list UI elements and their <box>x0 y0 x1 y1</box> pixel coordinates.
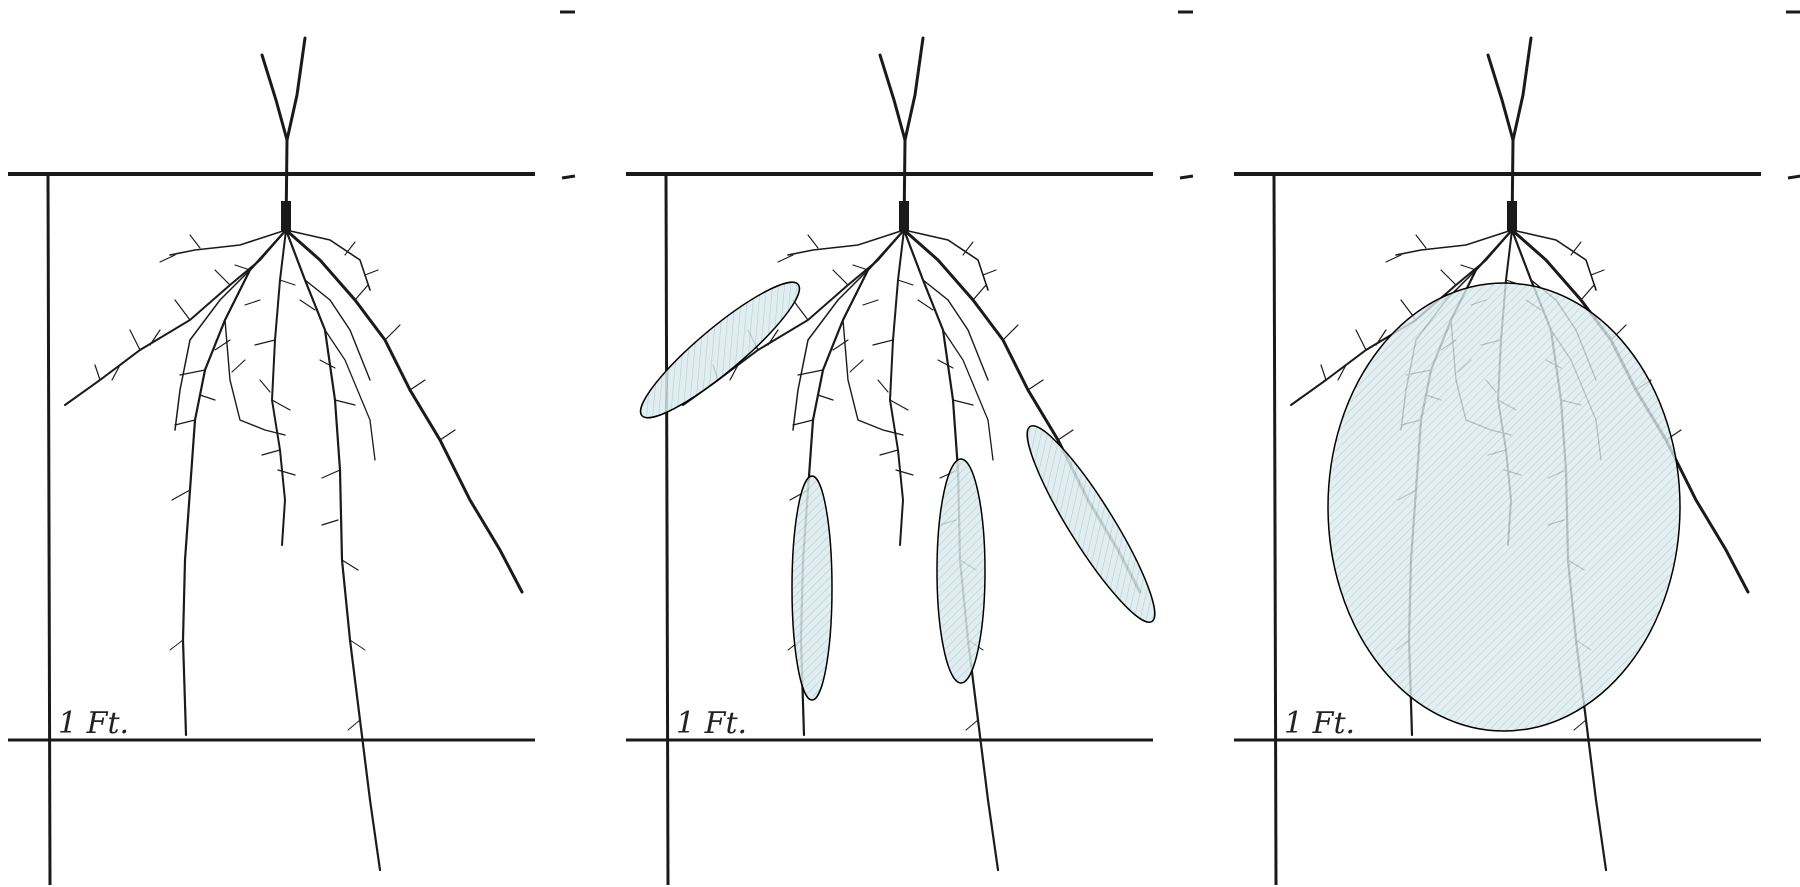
panel-segments: 1 Ft. <box>626 12 1193 885</box>
highlight-region-large <box>1328 283 1680 731</box>
scale-label: 1 Ft. <box>58 706 129 741</box>
panel-whole: 1 Ft. <box>1234 12 1800 885</box>
highlight-region-center-left <box>792 476 832 700</box>
highlight-region-left <box>628 268 813 433</box>
highlight-region-center-right <box>937 459 985 683</box>
scale-label: 1 Ft. <box>1284 706 1355 741</box>
panel-plain: 1 Ft. <box>8 12 575 885</box>
highlight-region-right <box>1011 415 1170 633</box>
scale-label: 1 Ft. <box>676 706 747 741</box>
